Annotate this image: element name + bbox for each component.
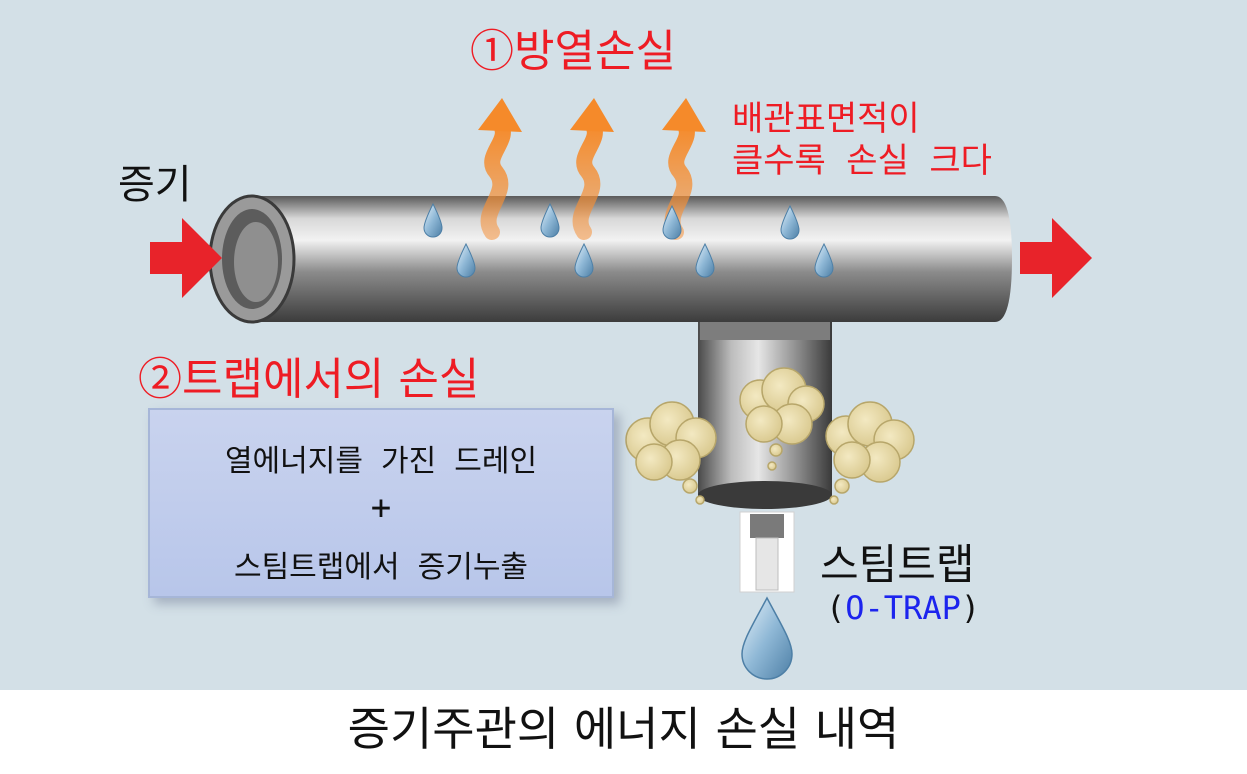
explanation-line2: 스팀트랩에서 증기누출 — [233, 550, 529, 585]
steam-outlet-arrow — [1020, 218, 1092, 298]
heat-wave-arrowhead — [662, 98, 706, 132]
diagram-caption: 증기주관의 에너지 손실 내역 — [347, 702, 900, 756]
model-name: O-TRAP — [845, 589, 961, 627]
drain-drop-icon — [741, 596, 793, 680]
explanation-plus: + — [370, 488, 392, 528]
heat-wave-arrowhead — [478, 98, 522, 132]
steam-trap-label: 스팀트랩 — [820, 540, 975, 589]
heat-wave-arrowhead — [570, 98, 614, 132]
droplet-icon — [814, 242, 834, 278]
droplet-icon — [695, 242, 715, 278]
heat-loss-note-line2: 클수록 손실 크다 — [732, 141, 992, 181]
steam-inlet-arrow — [150, 218, 222, 298]
heat-wave-arrow — [572, 116, 603, 240]
steam-puff-icon — [625, 401, 717, 505]
pipe-illustration — [150, 98, 1092, 680]
droplet-icon — [540, 202, 560, 238]
model-paren-open: ( — [826, 589, 846, 627]
steam-puff-icon — [825, 401, 915, 505]
condensate-droplets — [423, 202, 834, 278]
droplet-icon — [662, 204, 682, 240]
droplet-icon — [780, 204, 800, 240]
steam-trap-model: (O-TRAP) — [826, 592, 980, 624]
steam-inlet-label: 증기 — [118, 162, 192, 208]
heat-wave-arrow — [480, 116, 511, 240]
heat-loss-note-line1: 배관표면적이 — [732, 99, 920, 139]
droplet-icon — [456, 242, 476, 278]
heat-loss-title: ①방열손실 — [470, 26, 676, 77]
trap-loss-explanation-box: 열에너지를 가진 드레인 + 스팀트랩에서 증기누출 — [148, 408, 614, 598]
steam-trap-body — [739, 511, 795, 593]
explanation-line1: 열에너지를 가진 드레인 — [224, 444, 538, 479]
steam-puff-icon — [739, 367, 825, 471]
steam-leak-puffs — [625, 367, 915, 505]
heat-loss-note: 배관표면적이 클수록 손실 크다 — [732, 98, 992, 182]
trap-loss-title: ②트랩에서의 손실 — [138, 354, 480, 405]
droplet-icon — [423, 202, 443, 238]
heat-wave-arrows — [478, 98, 706, 240]
steam-main-pipe — [208, 194, 1012, 340]
model-paren-close: ) — [960, 589, 981, 627]
droplet-icon — [574, 242, 594, 278]
